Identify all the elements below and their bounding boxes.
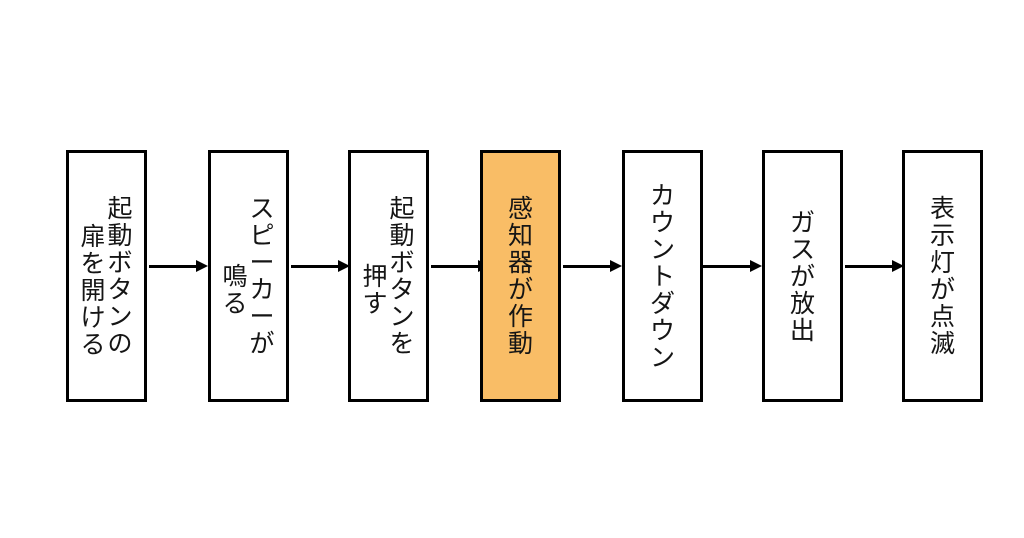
node-text-char: 感 [507, 194, 533, 223]
node-text-char: 放 [789, 288, 815, 318]
node-text-char: 表 [929, 194, 955, 223]
connector-shaft [431, 264, 478, 268]
node-text-char: ガ [789, 207, 815, 237]
node-text-char: ボ [107, 248, 133, 277]
node-text-char: の [107, 329, 133, 358]
connector-arrow-right-icon [291, 260, 350, 273]
node-text-char: カ [649, 180, 675, 210]
node-text-char: カ [249, 275, 275, 304]
process-node-2[interactable]: スピーカーが鳴る [208, 150, 289, 402]
node-text-char: ン [389, 302, 415, 331]
process-node-3[interactable]: 起動ボタンを押す [348, 150, 429, 402]
node-text-char: 鳴 [222, 262, 248, 291]
connector-shaft [563, 264, 610, 268]
node-text-column: ガスが放出 [790, 209, 816, 344]
node-text-char: 作 [507, 302, 533, 331]
node-text-char: ス [789, 234, 815, 264]
node-text-char: す [362, 289, 388, 318]
node-text-char: 動 [507, 329, 533, 358]
node-text-column: 起動ボタンを [389, 195, 415, 357]
arrow-right-icon [750, 260, 762, 272]
arrow-right-icon [338, 260, 350, 272]
process-node-7[interactable]: 表示灯が点滅 [902, 150, 983, 402]
process-node-4[interactable]: 感知器が作動 [480, 150, 561, 402]
connector-shaft [291, 264, 338, 268]
node-text-char: る [80, 329, 106, 359]
node-text-char: ー [249, 302, 275, 331]
node-text-char: 知 [507, 221, 533, 250]
node-text-char: を [80, 248, 106, 278]
node-text-char: 動 [389, 221, 415, 250]
node-text-char: 出 [789, 315, 815, 345]
node-text-char: る [222, 289, 248, 318]
node-text-char: が [507, 275, 533, 304]
node-text-char: 点 [929, 302, 955, 331]
node-text-char: ダ [649, 288, 675, 318]
node-text-char: ト [649, 261, 675, 291]
node-text-column: 感知器が作動 [508, 195, 534, 357]
node-text-char: 押 [362, 262, 388, 291]
process-node-6[interactable]: ガスが放出 [762, 150, 843, 402]
node-text-char: ボ [389, 248, 415, 277]
node-text-char: 扉 [80, 221, 106, 251]
process-node-5[interactable]: カウントダウン [622, 150, 703, 402]
connector-arrow-right-icon [845, 260, 904, 273]
node-text-char: 示 [929, 221, 955, 250]
node-text-char: 滅 [929, 329, 955, 358]
node-text-char: 起 [389, 194, 415, 223]
node-text-char: ス [249, 194, 275, 223]
node-text-column: カウントダウン [650, 182, 676, 371]
node-text-column: 扉を開ける [80, 223, 106, 358]
connector-shaft [845, 264, 892, 268]
node-text-char: ン [107, 302, 133, 331]
arrow-right-icon [892, 260, 904, 272]
node-text-char: 開 [80, 275, 106, 305]
node-text-char: が [789, 261, 815, 291]
node-text-char: 動 [107, 221, 133, 250]
node-text-char: 起 [107, 194, 133, 223]
node-text-char: ー [249, 248, 275, 277]
node-text-char: ウ [649, 315, 675, 345]
connector-arrow-right-icon [149, 260, 208, 273]
node-text-char: ン [649, 234, 675, 264]
node-text-char: を [389, 329, 415, 358]
node-text-column: スピーカーが [249, 195, 275, 357]
node-text-column: 起動ボタンの [107, 195, 133, 357]
node-text-char: タ [107, 275, 133, 304]
node-text-char: が [929, 275, 955, 304]
node-text-column: 表示灯が点滅 [930, 195, 956, 357]
connector-arrow-right-icon [563, 260, 622, 273]
arrow-right-icon [196, 260, 208, 272]
arrow-right-icon [610, 260, 622, 272]
node-text-char: 灯 [929, 248, 955, 277]
node-text-char: ピ [249, 221, 275, 250]
node-text-char: け [80, 302, 106, 332]
process-node-1[interactable]: 起動ボタンの扉を開ける [66, 150, 147, 402]
node-text-char: 器 [507, 248, 533, 277]
connector-arrow-right-icon [703, 260, 762, 273]
connector-shaft [149, 264, 196, 268]
node-text-column: 押す [362, 263, 388, 317]
node-text-char: ウ [649, 207, 675, 237]
node-text-char: が [249, 329, 275, 358]
node-text-char: タ [389, 275, 415, 304]
node-text-char: ン [649, 342, 675, 372]
node-text-column: 鳴る [222, 263, 248, 317]
connector-shaft [703, 264, 750, 268]
